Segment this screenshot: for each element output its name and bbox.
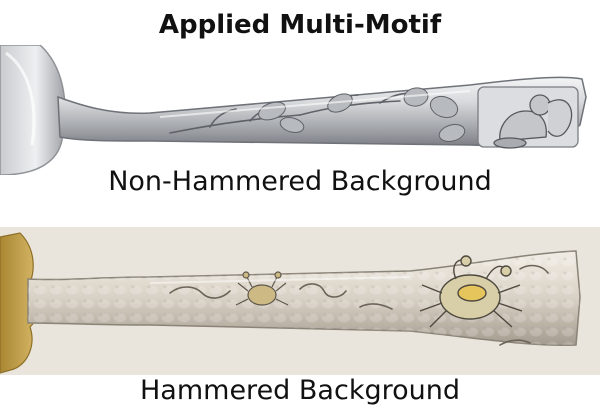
caption-hammered-background: Hammered Background: [140, 375, 460, 406]
applied-water-motifs: [169, 264, 549, 346]
large-crab-motif: [419, 255, 523, 328]
photo-hammered-handle: [0, 227, 600, 375]
caption-applied-multi-motif: Applied Multi-Motif: [158, 10, 442, 40]
applied-squirrel-motif: [477, 86, 579, 149]
applied-leaves: [258, 87, 466, 142]
caption-non-hammered-background: Non-Hammered Background: [108, 166, 492, 197]
spoon-handle-top-illustration: [0, 45, 587, 175]
small-crab-motif: [235, 271, 289, 306]
spoon-handle-bottom-illustration: [0, 232, 581, 374]
photo-non-hammered-handle: [0, 45, 600, 175]
